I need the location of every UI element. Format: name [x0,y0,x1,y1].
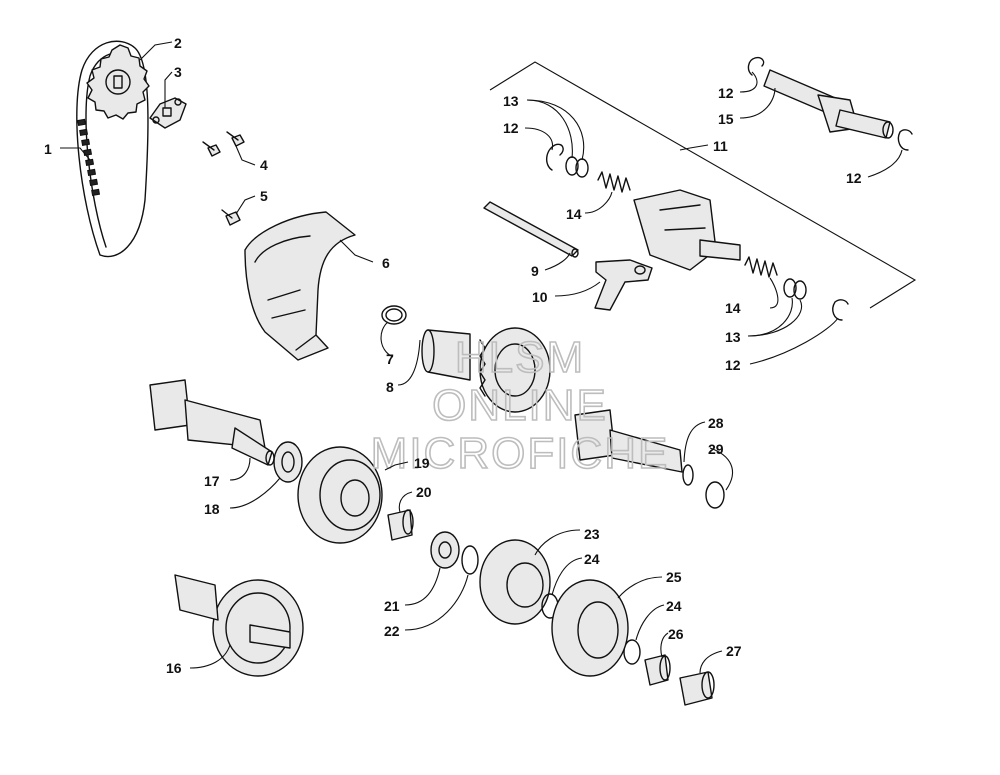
part-hub-23 [479,539,551,625]
part-circlip-7 [381,305,407,325]
callout-9: 9 [531,263,539,279]
callout-3: 3 [174,64,182,80]
part-lock-plate [149,97,187,129]
watermark-line-1: HLSM [455,333,585,382]
assembly-frame [489,61,917,309]
callout-12-b: 12 [718,85,734,101]
part-gear-16 [174,574,304,677]
watermark: HLSM ONLINE MICROFICHE [370,332,670,479]
part-fork-10 [594,259,653,311]
callout-15: 15 [718,111,734,127]
callout-24-a: 24 [584,551,600,567]
callout-27: 27 [726,643,742,659]
callout-10: 10 [532,289,548,305]
callout-26: 26 [668,626,684,642]
part-cover [244,211,356,361]
part-shaft-15 [763,69,894,139]
part-shift-drum-11 [633,189,741,271]
callout-12-c: 12 [846,170,862,186]
callout-21: 21 [384,598,400,614]
watermark-line-3: MICROFICHE [371,429,670,478]
callout-12-d: 12 [725,357,741,373]
callouts: 1 2 3 4 5 6 7 8 9 10 11 12 12 12 12 13 1… [44,35,862,676]
callout-2: 2 [174,35,182,51]
part-chain [76,40,149,258]
callout-18: 18 [204,501,220,517]
callout-29: 29 [708,441,724,457]
callout-5: 5 [260,188,268,204]
part-washer-21 [430,531,460,569]
part-pin-9 [483,201,579,258]
callout-14-b: 14 [725,300,741,316]
callout-13-a: 13 [503,93,519,109]
part-bushing-27 [679,671,715,706]
callout-22: 22 [384,623,400,639]
part-gear-25 [551,579,629,677]
callout-8: 8 [386,379,394,395]
part-bolts [202,131,245,157]
leader-lines [60,41,903,674]
callout-4: 4 [260,157,268,173]
callout-17: 17 [204,473,220,489]
callout-13-b: 13 [725,329,741,345]
callout-6: 6 [382,255,390,271]
part-sprocket [86,44,150,120]
callout-28: 28 [708,415,724,431]
callout-14-a: 14 [566,206,582,222]
callout-19: 19 [414,455,430,471]
part-circlip-22 [461,545,479,575]
part-bushing-26 [644,654,671,686]
callout-1: 1 [44,141,52,157]
part-bushing-20 [387,509,414,541]
part-shaft-28 [574,409,694,486]
callout-16: 16 [166,660,182,676]
part-circlip-29 [705,481,725,509]
part-bolt [221,209,241,226]
part-washer-18 [273,441,303,483]
part-gear-19 [297,446,383,544]
callout-7: 7 [386,351,394,367]
callout-25: 25 [666,569,682,585]
watermark-line-2: ONLINE [432,381,608,430]
callout-23: 23 [584,526,600,542]
callout-11: 11 [713,138,728,154]
part-gear-shaft-8 [421,327,551,413]
part-shaft-17 [149,379,275,466]
callout-12-a: 12 [503,120,519,136]
callout-20: 20 [416,484,432,500]
part-springs-14 [597,171,778,278]
callout-24-b: 24 [666,598,682,614]
